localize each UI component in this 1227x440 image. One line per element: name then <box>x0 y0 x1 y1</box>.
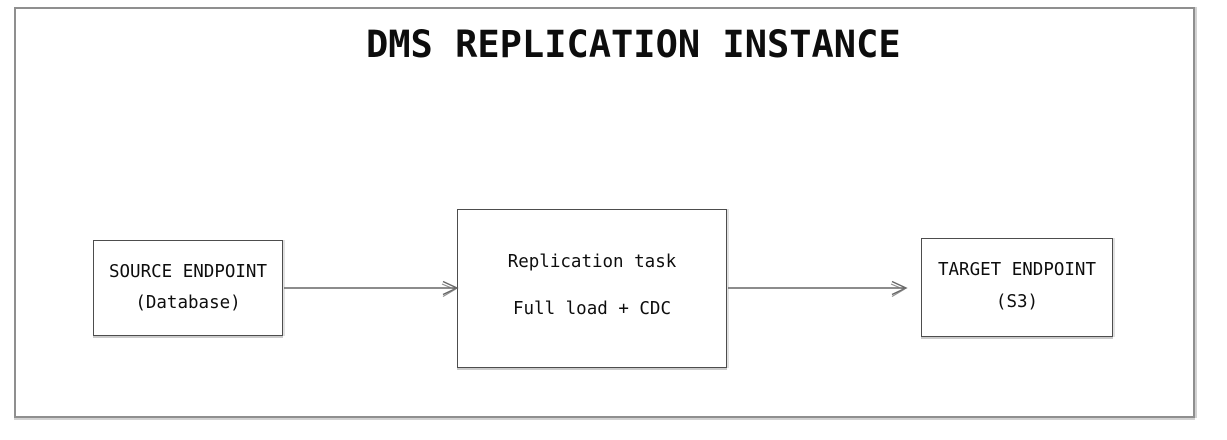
node-replication-task: Replication task Full load + CDC <box>457 209 727 368</box>
source-endpoint-label: SOURCE ENDPOINT <box>108 262 268 282</box>
node-target-endpoint: TARGET ENDPOINT (S3) <box>921 238 1113 337</box>
target-endpoint-label: TARGET ENDPOINT <box>937 259 1097 280</box>
target-endpoint-sublabel: (S3) <box>995 291 1039 312</box>
replication-task-sublabel: Full load + CDC <box>512 298 672 319</box>
replication-task-label: Replication task <box>507 251 677 272</box>
source-endpoint-sublabel: (Database) <box>135 293 241 313</box>
node-source-endpoint: SOURCE ENDPOINT (Database) <box>93 240 283 336</box>
diagram-title: DMS REPLICATION INSTANCE <box>366 23 901 66</box>
